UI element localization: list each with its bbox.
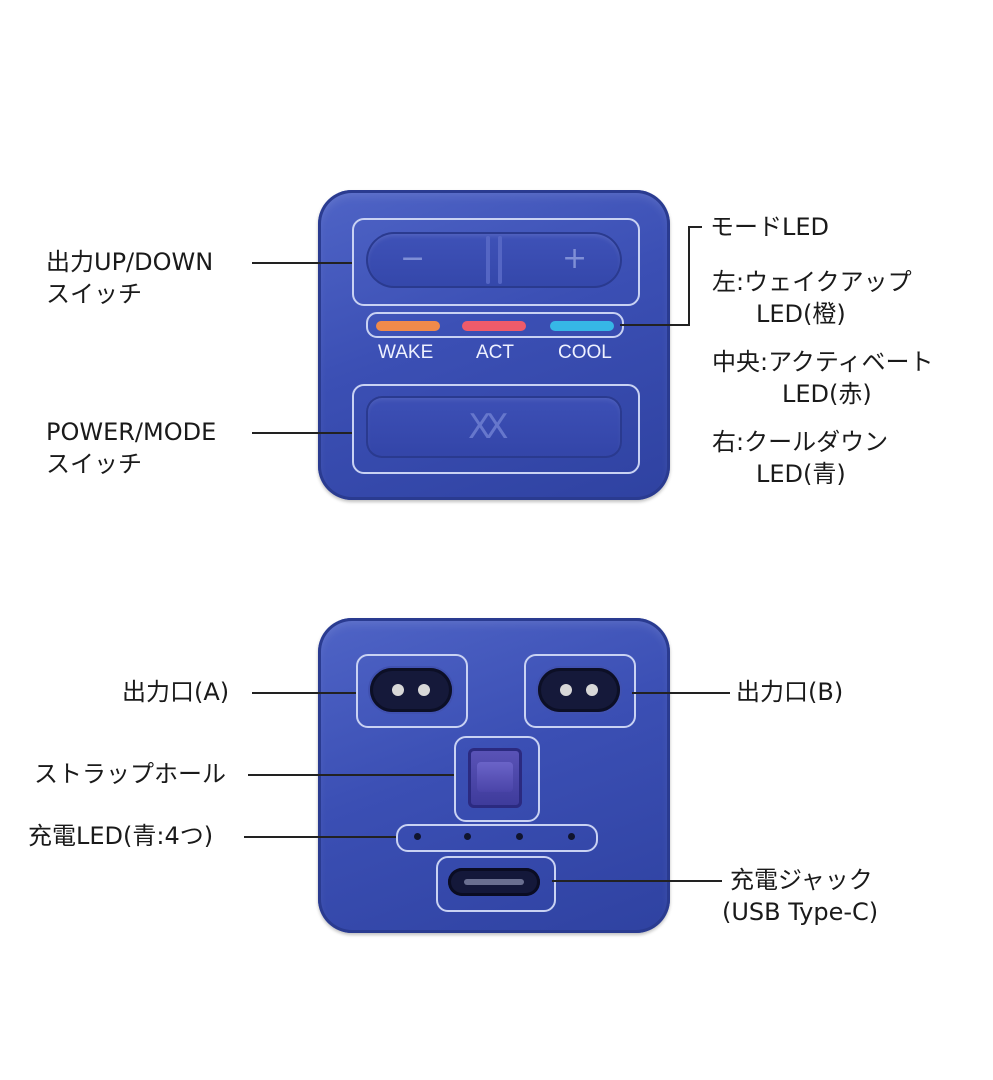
charge-led-2 (464, 833, 471, 840)
wake-led (376, 321, 440, 331)
power-mode-switch-frame (352, 384, 640, 474)
wake-led-desc: 左:ウェイクアップ LED(橙) (712, 268, 912, 328)
output-a-pin-left (392, 684, 404, 696)
output-a-pin-right (418, 684, 430, 696)
power-mode-switch[interactable]: XX (366, 396, 622, 458)
output-updown-switch[interactable]: − + (366, 232, 622, 288)
cool-led-desc: 右:クールダウン LED(青) (712, 428, 889, 488)
act-led-desc: 中央:アクティベート LED(赤) (712, 348, 934, 408)
charge-led-leader (244, 836, 396, 838)
control-panel-device: − + WAKE ACT COOL XX (318, 190, 670, 500)
output-a-leader (252, 692, 356, 694)
output-b-pin-left (560, 684, 572, 696)
output-a-label: 出力口(A) (122, 678, 230, 706)
cool-led (550, 321, 614, 331)
output-b-frame (524, 654, 636, 728)
charge-jack-label: 充電ジャック (USB Type-C) (722, 866, 879, 926)
usb-c-tongue (464, 879, 524, 885)
strap-hole[interactable] (468, 748, 522, 808)
cool-led-label: COOL (558, 342, 612, 363)
mode-led-label: モードLED (710, 213, 830, 241)
mode-led-bottom-leader (620, 324, 690, 326)
brand-logo-icon: XX (468, 407, 509, 447)
switch-divider-left (486, 236, 490, 284)
switch-divider-right (498, 236, 502, 284)
charge-led-4 (568, 833, 575, 840)
mode-led-vertical-leader (688, 226, 690, 326)
power-mode-switch-label: POWER/MODE スイッチ (46, 418, 217, 478)
output-b-socket[interactable] (538, 668, 620, 712)
minus-icon: − (400, 241, 426, 276)
output-a-frame (356, 654, 468, 728)
updown-switch-label: 出力UP/DOWN スイッチ (46, 248, 214, 308)
charge-led-label: 充電LED(青:4つ) (28, 822, 214, 850)
output-b-pin-right (586, 684, 598, 696)
plus-icon: + (562, 241, 588, 276)
output-a-socket[interactable] (370, 668, 452, 712)
charge-led-3 (516, 833, 523, 840)
strap-hole-leader (248, 774, 454, 776)
power-mode-switch-leader (252, 432, 352, 434)
updown-switch-frame (352, 218, 640, 306)
strap-hole-frame (454, 736, 540, 822)
wake-led-label: WAKE (378, 342, 434, 363)
output-b-leader (632, 692, 730, 694)
act-led (462, 321, 526, 331)
charge-jack-leader (552, 880, 722, 882)
strap-hole-label: ストラップホール (34, 760, 226, 788)
strap-hole-inner (477, 762, 513, 792)
charge-led-frame (396, 824, 598, 852)
mode-led-top-leader (688, 226, 702, 228)
usb-c-port[interactable] (448, 868, 540, 896)
output-b-label: 出力口(B) (736, 678, 844, 706)
act-led-label: ACT (476, 342, 514, 363)
updown-switch-leader (252, 262, 352, 264)
charge-led-1 (414, 833, 421, 840)
charge-jack-frame (436, 856, 556, 912)
